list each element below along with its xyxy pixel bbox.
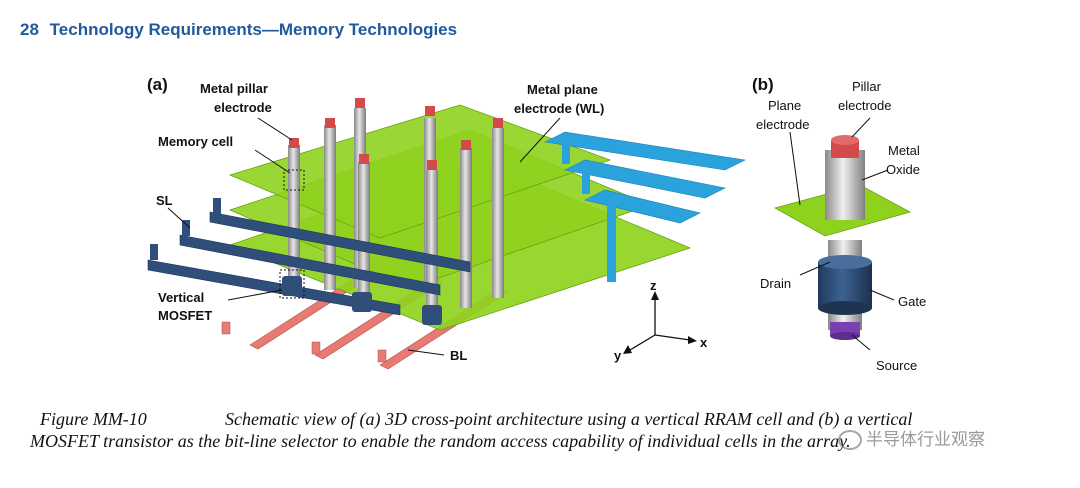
label-drain: Drain <box>760 276 791 291</box>
leader-lines-a <box>167 117 561 356</box>
label-metal-plane-2: electrode (WL) <box>514 101 604 116</box>
source-lines <box>147 198 471 325</box>
rram-architecture-figure: (a) <box>147 75 926 373</box>
label-source: Source <box>876 358 917 373</box>
label-sl: SL <box>156 193 173 208</box>
axis-triad <box>623 291 697 354</box>
label-metal-pillar-2: electrode <box>214 100 272 115</box>
memory-cell-box <box>283 169 305 191</box>
section-title: Technology Requirements—Memory Technolog… <box>49 20 458 39</box>
caption-line-1: Schematic view of (a) 3D cross-point arc… <box>225 409 913 429</box>
label-metal-pillar-1: Metal pillar <box>200 81 268 96</box>
vertical-mosfet-box <box>279 269 305 299</box>
watermark: 半导体行业观察 <box>838 425 985 450</box>
wechat-icon <box>838 430 862 450</box>
label-plane-electrode: electrode <box>756 117 809 132</box>
page-header: 28 Technology Requirements—Memory Techno… <box>20 20 457 40</box>
watermark-text: 半导体行业观察 <box>866 430 985 450</box>
label-pillar-electrode: electrode <box>838 98 891 113</box>
word-lines <box>544 131 746 282</box>
label-oxide: Oxide <box>886 162 920 177</box>
panel-a-label: (a) <box>147 75 168 94</box>
panel-b-label: (b) <box>752 75 774 94</box>
vertical-mosfet-detail <box>773 135 912 340</box>
label-mosfet: MOSFET <box>158 308 212 323</box>
caption-line-2: MOSFET transistor as the bit-line select… <box>30 431 851 451</box>
label-metal: Metal <box>888 143 920 158</box>
label-gate: Gate <box>898 294 926 309</box>
caption-figure-number: Figure MM-10 <box>40 409 147 429</box>
page-number: 28 <box>20 20 39 39</box>
label-plane: Plane <box>768 98 801 113</box>
label-bl: BL <box>450 348 467 363</box>
label-axis-y: y <box>614 348 622 363</box>
leader-lines-b <box>789 117 895 351</box>
label-pillar: Pillar <box>852 79 882 94</box>
label-memory-cell: Memory cell <box>158 134 233 149</box>
label-metal-plane-1: Metal plane <box>527 82 598 97</box>
label-axis-z: z <box>650 278 657 293</box>
label-vertical: Vertical <box>158 290 204 305</box>
label-axis-x: x <box>700 335 708 350</box>
